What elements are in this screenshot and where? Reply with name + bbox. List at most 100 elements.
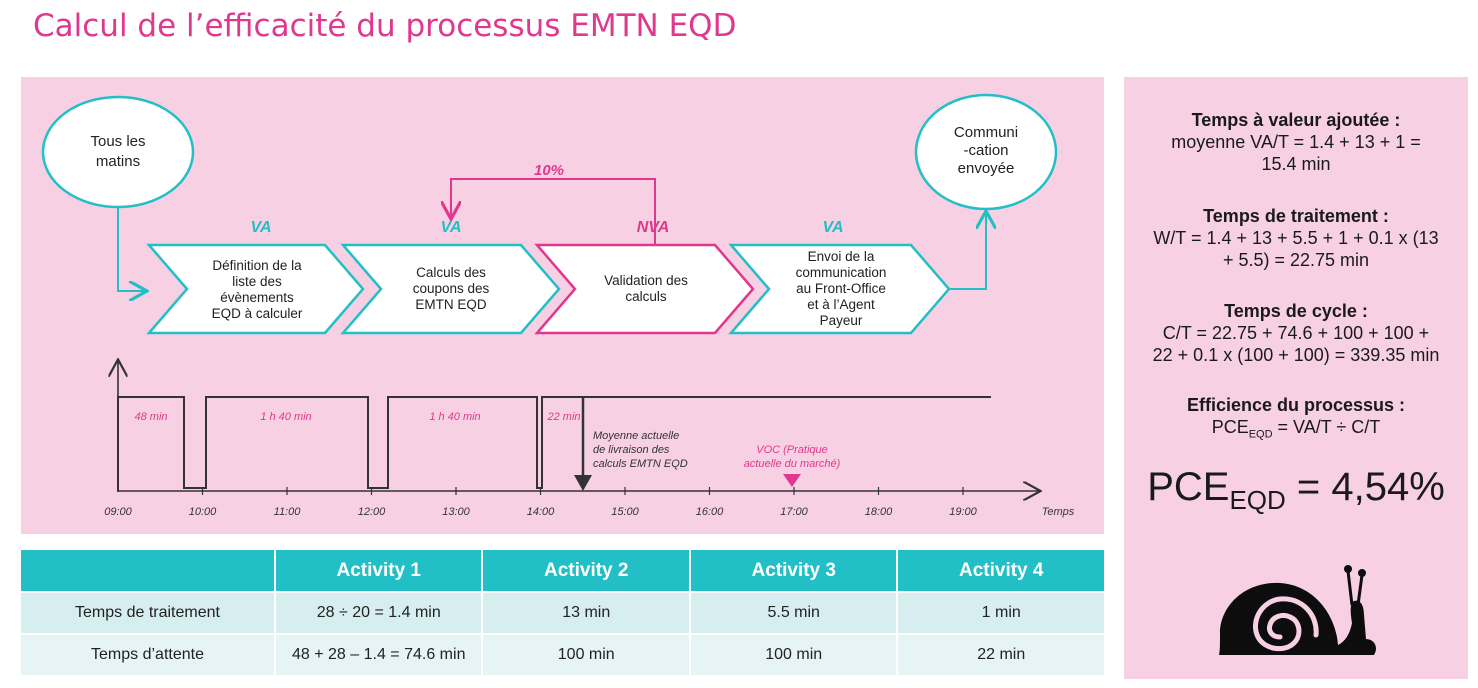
step-1-line-1: Définition de la [212, 258, 302, 273]
processing-time: Temps de traitement : W/T = 1.4 + 13 + 5… [1124, 205, 1468, 271]
duration-label-4: 22 min [546, 411, 580, 423]
table-header-activity-1: Activity 1 [275, 550, 484, 592]
pce-formula: = VA/T ÷ C/T [1272, 417, 1381, 437]
process-efficiency: Efficience du processus : PCEEQD = VA/T … [1124, 394, 1468, 446]
timeline-tick-label: 12:00 [358, 506, 386, 518]
rework-loop-label: 10% [534, 162, 564, 179]
timeline-step-path [117, 396, 991, 491]
table-cell: 1 min [897, 591, 1104, 634]
step-2-line-1: Calculs des [416, 265, 486, 280]
timeline-tick-label: 17:00 [780, 506, 808, 518]
processing-time-line-1: W/T = 1.4 + 13 + 5.5 + 1 + 0.1 x (13 [1153, 228, 1439, 248]
step-4-line-1: Envoi de la [808, 249, 875, 264]
value-added-line-1: moyenne VA/T = 1.4 + 13 + 1 = [1171, 132, 1421, 152]
table-header-cell-empty [21, 550, 276, 592]
step-4-line-5: Payeur [820, 313, 863, 328]
end-connector-arrow [949, 213, 986, 290]
voc-label-1: VOC (Pratique [756, 444, 828, 456]
activity-table: Activity 1 Activity 2 Activity 3 Activit… [21, 550, 1104, 675]
table-cell: 13 min [482, 591, 691, 634]
process-efficiency-title: Efficience du processus : [1186, 395, 1406, 415]
step-3-chevron [534, 243, 755, 335]
pce-result-label: PCE [1147, 465, 1230, 509]
table-cell: 100 min [689, 633, 899, 675]
step-2-line-2: coupons des [413, 281, 490, 296]
pce-label: PCE [1211, 417, 1249, 437]
table-cell: 100 min [482, 633, 691, 675]
timeline-tick-label: 11:00 [274, 506, 302, 518]
table-cell: 5.5 min [689, 591, 899, 634]
step-1-line-2: liste des [232, 274, 282, 289]
timeline-tick-label: 09:00 [104, 506, 132, 518]
step-4-chevron [728, 243, 951, 335]
end-circle-line-2: -cation [963, 142, 1008, 159]
value-added-time: Temps à valeur ajoutée : moyenne VA/T = … [1124, 109, 1468, 175]
processing-time-title: Temps de traitement : [1203, 206, 1389, 226]
step-1: VA Définition de la liste des évènements… [146, 219, 365, 335]
voc-marker [783, 474, 801, 487]
table-cell: Temps d’attente [21, 633, 276, 675]
timeline-tick-label: 19:00 [949, 506, 977, 518]
snail-icon [1219, 565, 1377, 655]
start-connector-arrow [117, 207, 145, 291]
table-cell: 28 ÷ 20 = 1.4 min [275, 591, 484, 634]
pce-result-value: = 4,54% [1285, 465, 1445, 509]
table-cell: 48 + 28 – 1.4 = 74.6 min [275, 633, 484, 675]
step-3-tag: NVA [637, 219, 670, 236]
cycle-time-line-2: 22 + 0.1 x (100 + 100) = 339.35 min [1152, 345, 1440, 365]
end-circle-line-1: Communi [954, 124, 1018, 141]
current-delivery-marker [574, 475, 592, 491]
cycle-time-line-1: C/T = 22.75 + 74.6 + 100 + 100 + [1162, 323, 1430, 343]
start-circle-line-1: Tous les [90, 133, 145, 150]
table-header-activity-3: Activity 3 [689, 550, 899, 592]
page-title: Calcul de l’efficacité du processus EMTN… [33, 8, 737, 44]
timeline-tick-label: 16:00 [696, 506, 724, 518]
step-4-tag: VA [822, 219, 843, 236]
table-header-activity-2: Activity 2 [482, 550, 691, 592]
rework-loop-arrow [451, 178, 656, 245]
table-cell: 22 min [897, 633, 1104, 675]
step-1-line-3: évènements [220, 290, 294, 305]
table-header-activity-4: Activity 4 [897, 550, 1104, 592]
cycle-time: Temps de cycle : C/T = 22.75 + 74.6 + 10… [1124, 300, 1468, 366]
process-diagram-panel: Tous les matins Communi -cation envoyée … [21, 77, 1104, 534]
timeline-tick-label: 10:00 [189, 506, 217, 518]
timeline-tick-label: 14:00 [527, 506, 555, 518]
step-4-line-2: communication [796, 265, 887, 280]
pce-result: PCEEQD = 4,54% [1124, 464, 1468, 523]
step-4-line-4: et à l’Agent [807, 297, 875, 312]
process-diagram: Tous les matins Communi -cation envoyée … [41, 93, 1075, 518]
process-efficiency-formula: PCEEQD = VA/T ÷ C/T [1124, 416, 1468, 446]
step-4: VA Envoi de la communication au Front-Of… [728, 219, 951, 335]
current-delivery-label-2: de livraison des [593, 444, 670, 456]
pce-subscript: EQD [1248, 428, 1273, 441]
metrics-panel: Temps à valeur ajoutée : moyenne VA/T = … [1124, 77, 1468, 679]
start-circle [41, 95, 195, 209]
cycle-time-title: Temps de cycle : [1224, 301, 1368, 321]
duration-label-1: 48 min [134, 411, 167, 423]
step-2: VA Calculs des coupons des EMTN EQD [340, 219, 561, 335]
timeline-tick-label: 15:00 [611, 506, 639, 518]
current-delivery-label-3: calculs EMTN EQD [593, 458, 688, 470]
step-1-line-4: EQD à calculer [212, 306, 303, 321]
voc-label-2: actuelle du marché) [744, 458, 841, 470]
duration-label-3: 1 h 40 min [429, 411, 480, 423]
step-2-chevron [340, 243, 561, 335]
step-2-tag: VA [440, 219, 461, 236]
step-3-line-1: Validation des [604, 273, 688, 288]
step-3-line-2: calculs [625, 289, 667, 304]
step-3: NVA Validation des calculs [534, 219, 755, 335]
duration-label-2: 1 h 40 min [260, 411, 311, 423]
step-4-line-3: au Front-Office [796, 281, 886, 296]
step-1-tag: VA [250, 219, 271, 236]
timeline-tick-label: 13:00 [442, 506, 470, 518]
table-row: Temps d’attente 48 + 28 – 1.4 = 74.6 min… [21, 633, 1104, 675]
value-added-line-2: 15.4 min [1261, 154, 1331, 174]
value-added-title: Temps à valeur ajoutée : [1191, 110, 1401, 130]
table-cell: Temps de traitement [21, 591, 276, 634]
timeline-axis-label: Temps [1042, 506, 1075, 518]
start-circle-line-2: matins [96, 153, 140, 170]
processing-time-line-2: + 5.5) = 22.75 min [1222, 250, 1370, 270]
end-circle-line-3: envoyée [958, 160, 1015, 177]
step-1-chevron [146, 243, 365, 335]
